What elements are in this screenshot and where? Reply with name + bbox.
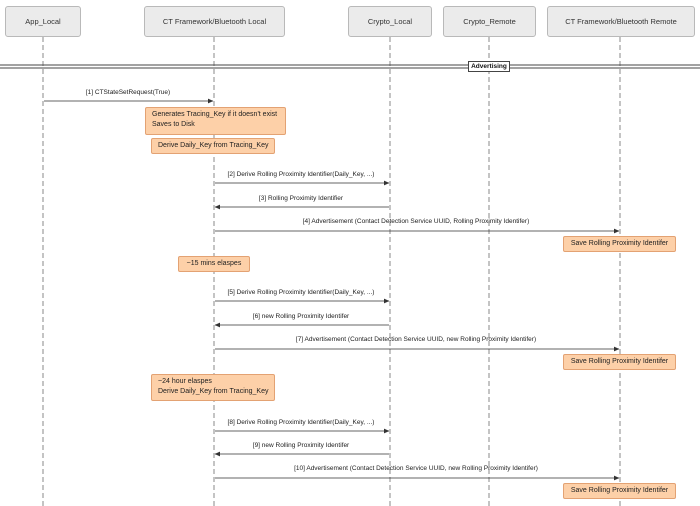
lane-crypto-remote: Crypto_Remote [443, 6, 536, 37]
message-label: [3] Rolling Proximity Identifier [258, 195, 344, 202]
message-label: [5] Derive Rolling Proximity Identifier(… [227, 289, 375, 296]
message-label: [8] Derive Rolling Proximity Identifier(… [227, 419, 375, 426]
lane-ct-framework-local: CT Framework/Bluetooth Local [144, 6, 285, 37]
lane-app-local: App_Local [5, 6, 81, 37]
message-label: [10] Advertisement (Contact Detection Se… [294, 465, 538, 472]
note-24-hour-elapses: ~24 hour elaspes Derive Daily_Key from T… [151, 374, 275, 401]
lane-crypto-local: Crypto_Local [348, 6, 432, 37]
note-derive-daily-key: Derive Daily_Key from Tracing_Key [151, 138, 275, 154]
note-15-mins-elapses: ~15 mins elaspes [178, 256, 250, 272]
message-label: [1] CTStateSetRequest(True) [85, 89, 171, 96]
note-generate-tracing-key: Generates Tracing_Key if it doesn't exis… [145, 107, 286, 135]
note-save-rpi: Save Rolling Proximity Identifer [563, 354, 676, 370]
message-label: [6] new Rolling Proximity Identifer [252, 313, 350, 320]
message-label: [2] Derive Rolling Proximity Identifier(… [227, 171, 375, 178]
section-advertising: Advertising [468, 61, 510, 72]
note-save-rpi: Save Rolling Proximity Identifer [563, 236, 676, 252]
message-label: [4] Advertisement (Contact Detection Ser… [302, 218, 530, 225]
message-label: [7] Advertisement (Contact Detection Ser… [295, 336, 537, 343]
message-label: [9] new Rolling Proximity Identifer [252, 442, 350, 449]
note-save-rpi: Save Rolling Proximity Identifer [563, 483, 676, 499]
lane-ct-framework-remote: CT Framework/Bluetooth Remote [547, 6, 695, 37]
section-divider [0, 64, 700, 69]
